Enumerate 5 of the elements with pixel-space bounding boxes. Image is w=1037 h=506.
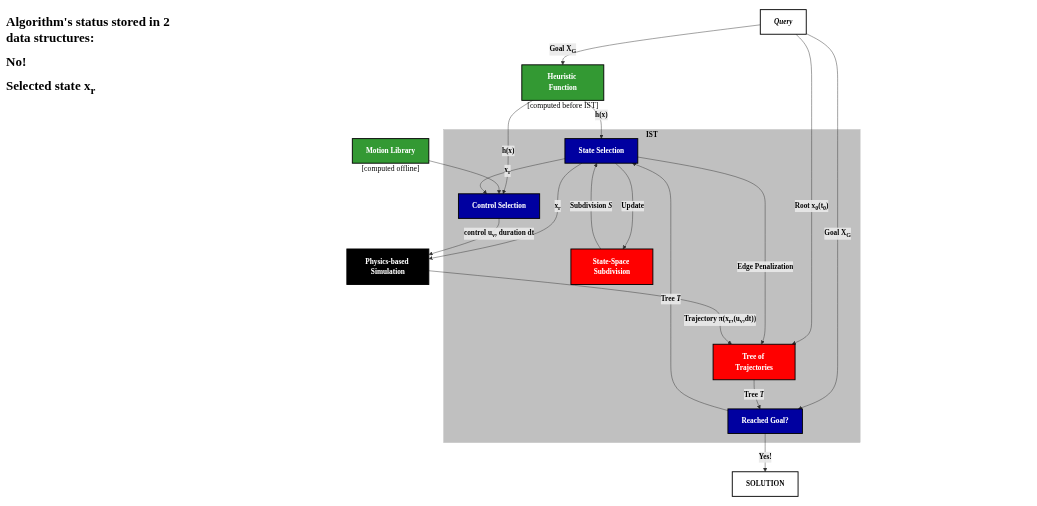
node-note: [computed offline] bbox=[361, 163, 420, 173]
note-text: No! bbox=[6, 54, 28, 70]
note-text: Selected state x$_{r}$ bbox=[6, 78, 97, 96]
node-note: [computed before IST] bbox=[527, 101, 599, 111]
note-text: Algorithm's status stored in 2 data structures: bbox=[6, 14, 171, 46]
